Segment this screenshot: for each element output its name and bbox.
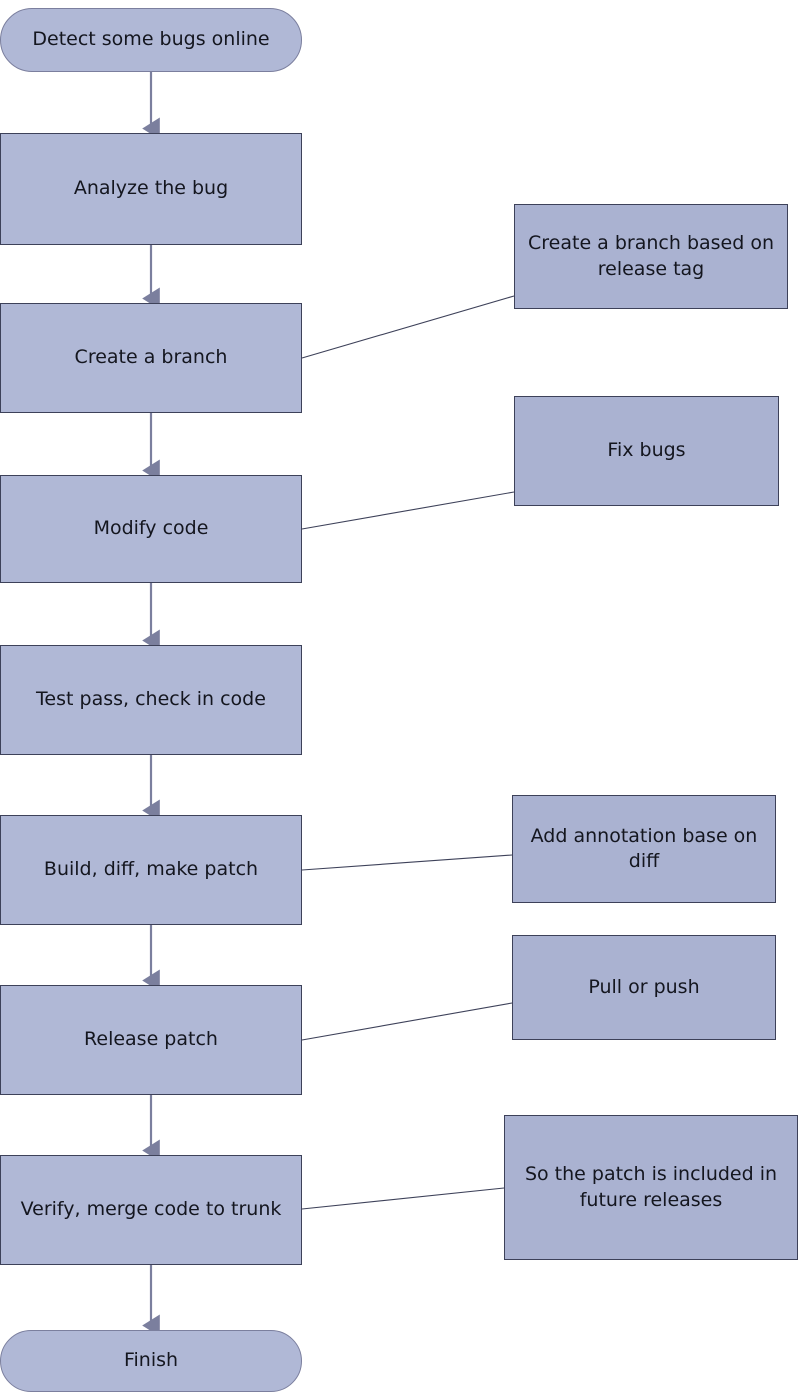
note-fix-bugs[interactable]: Fix bugs — [514, 396, 779, 506]
node-modify-code[interactable]: Modify code — [0, 475, 302, 583]
node-build-diff-make-patch[interactable]: Build, diff, make patch — [0, 815, 302, 925]
connector-build-to-note — [301, 854, 513, 871]
note-label: Pull or push — [588, 975, 700, 998]
note-label: So the patch is included in future relea… — [524, 1163, 778, 1211]
note-so-the-patch-is-included-in-future-releases[interactable]: So the patch is included in future relea… — [504, 1115, 798, 1260]
node-label: Detect some bugs online — [32, 28, 270, 51]
node-test-pass-check-in-code[interactable]: Test pass, check in code — [0, 645, 302, 755]
node-verify-merge-code-to-trunk[interactable]: Verify, merge code to trunk — [0, 1155, 302, 1265]
node-label: Test pass, check in code — [36, 688, 266, 711]
node-create-a-branch[interactable]: Create a branch — [0, 303, 302, 413]
note-add-annotation-base-on-diff[interactable]: Add annotation base on diff — [512, 795, 776, 903]
connector-release-to-note — [301, 1002, 513, 1041]
node-label: Modify code — [93, 517, 209, 540]
node-label: Analyze the bug — [73, 177, 229, 200]
connector-modify-to-note — [301, 491, 515, 530]
node-label: Finish — [123, 1349, 179, 1372]
node-label: Release patch — [84, 1028, 218, 1051]
node-analyze-the-bug[interactable]: Analyze the bug — [0, 133, 302, 245]
node-label: Build, diff, make patch — [43, 858, 259, 881]
note-create-a-branch-based-on-release-tag[interactable]: Create a branch based on release tag — [514, 204, 788, 309]
node-label: Create a branch — [74, 346, 228, 369]
note-label: Add annotation base on diff — [530, 824, 758, 872]
node-detect-some-bugs-online[interactable]: Detect some bugs online — [0, 8, 302, 72]
node-label: Verify, merge code to trunk — [20, 1198, 282, 1221]
node-finish[interactable]: Finish — [0, 1330, 302, 1392]
note-pull-or-push[interactable]: Pull or push — [512, 935, 776, 1040]
note-label: Fix bugs — [607, 439, 686, 462]
node-release-patch[interactable]: Release patch — [0, 985, 302, 1095]
connector-branch-to-note — [301, 295, 515, 359]
connector-verify-to-note — [301, 1187, 505, 1210]
note-label: Create a branch based on release tag — [528, 232, 774, 280]
